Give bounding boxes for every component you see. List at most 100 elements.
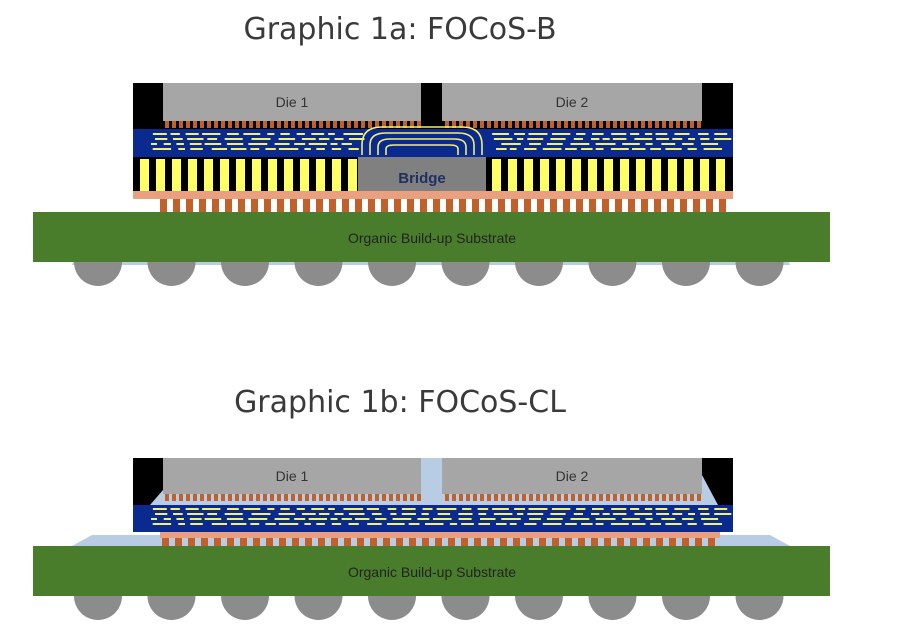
micro-bump [375,494,379,501]
micro-bump [522,121,526,128]
solder-ball [735,596,784,620]
rdl-trace [348,138,365,140]
micro-bump [368,121,372,128]
micro-bump [459,494,463,501]
rdl-trace [437,513,451,515]
c4-bump [303,199,310,212]
micro-bump [508,121,512,128]
rdl-trace [318,513,330,515]
micro-bump [571,494,575,501]
rdl-trace [178,148,185,150]
micro-bump [669,494,673,501]
micro-bump [389,494,393,501]
rdl-trace [355,518,370,520]
rdl-trace [611,133,627,135]
micro-bump [697,494,701,501]
micro-bump [326,494,330,501]
micro-bump [627,121,631,128]
rdl-trace [331,523,342,525]
rdl-trace [248,143,268,145]
c4-bump [680,199,687,212]
c4-bump [576,199,583,212]
micro-bump [627,494,631,501]
copper-pillar [716,159,725,191]
rdl-trace [155,138,168,140]
rdl-trace [318,138,330,140]
rdl-trace [341,143,352,145]
rdl-trace [189,143,202,145]
c4-bump [719,199,726,212]
rdl-trace [190,148,203,150]
micro-bump [298,121,302,128]
rdl-trace [343,508,364,510]
c4-bump [318,538,325,546]
micro-bump [578,494,582,501]
rdl-trace [280,133,290,135]
micro-bump [389,121,393,128]
micro-bump [179,121,183,128]
micro-bump [368,494,372,501]
rdl-trace [425,523,444,525]
bridge-die [358,157,486,191]
rdl-traces [151,133,732,150]
rdl-trace [592,133,604,135]
rdl-trace [341,518,352,520]
rdl-trace [492,133,509,135]
c4-bump [435,538,442,546]
rdl-trace [267,508,275,510]
rdl-trace [250,148,260,150]
c4-bump [238,199,245,212]
solder-ball [147,262,196,286]
micro-bump [403,121,407,128]
c4-bump [630,538,637,546]
c4-bump [591,538,598,546]
copper-pillar [540,159,549,191]
rdl-trace [591,513,600,515]
rdl-trace [308,143,327,145]
micro-bump [543,494,547,501]
copper-pillar [572,159,581,191]
rdl-trace [202,508,221,510]
c4-bump [370,538,377,546]
rdl-trace [665,523,682,525]
copper-pillar [188,159,197,191]
mold-corner-left [133,458,163,505]
micro-bump [347,121,351,128]
copper-pillar [220,159,229,191]
c4-bump [656,538,663,546]
rdl-trace [274,518,290,520]
substrate [33,212,830,262]
rdl-trace [311,133,325,135]
rdl-trace [226,143,244,145]
c4-bump [407,199,414,212]
rdl-trace [542,148,562,150]
micro-bump [620,121,624,128]
rdl-trace [550,138,566,140]
die-2 [442,83,702,121]
rdl-trace [496,523,507,525]
micro-bump [613,494,617,501]
rdl-trace [570,143,590,145]
copper-pillars [140,159,725,191]
solder-ball [735,262,784,286]
rdl-trace [187,513,204,515]
c4-bump [474,538,481,546]
copper-pillar [284,159,293,191]
micro-bump [396,494,400,501]
rdl-trace [207,138,218,140]
micro-bump [165,121,169,128]
micro-bump [466,121,470,128]
rdl-trace [152,523,172,525]
rdl-trace [421,513,429,515]
rdl-trace [331,148,342,150]
c4-bump [448,538,455,546]
micro-bump [578,121,582,128]
rdl-trace [527,138,544,140]
rdl-trace [230,148,247,150]
rdl-trace [688,138,695,140]
rdl-trace [565,148,577,150]
mold-corner-right [702,458,733,505]
c4-bump [615,199,622,212]
micro-bump [648,494,652,501]
rdl-trace [265,148,276,150]
